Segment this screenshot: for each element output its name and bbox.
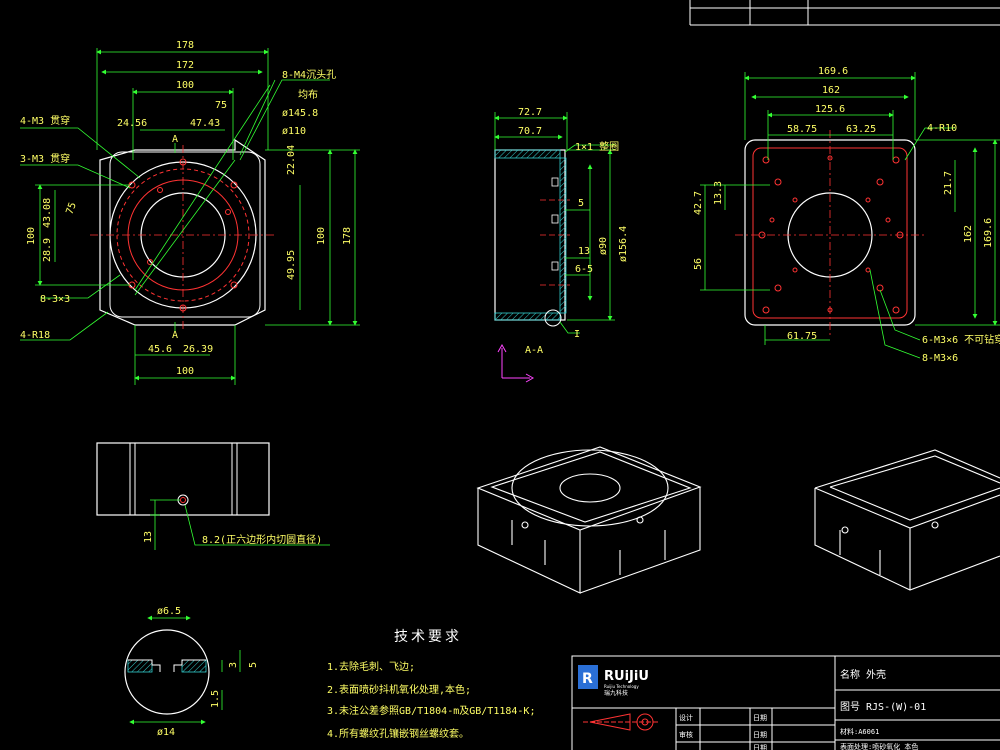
dim-75-left: 75: [64, 201, 78, 216]
callout-8-3x3: 8-3×3: [40, 294, 70, 305]
dim-5-detail: 5: [248, 662, 259, 668]
isometric-view-bottom: [814, 449, 1000, 591]
dim-13-front: 13: [143, 531, 154, 543]
dim-26-39: 26.39: [183, 344, 213, 355]
dim-169-6: 169.6: [818, 66, 848, 77]
dim-63-25: 63.25: [846, 124, 876, 135]
callout-4-r18: 4-R18: [20, 330, 50, 341]
dim-162-right: 162: [963, 225, 974, 243]
hatch-bottom: [494, 312, 561, 321]
detail-i: I: [574, 329, 580, 340]
dim-5: 5: [578, 198, 584, 209]
checker-label: 审核: [679, 730, 693, 739]
tech-req-title: 技术要求: [394, 629, 462, 645]
dim-100-top: 100: [176, 80, 194, 91]
dim-100-right: 100: [316, 227, 327, 245]
top-view: 178 172 100 75 24.56 47.43 8-M4沉头孔 均布 ø1…: [20, 40, 360, 385]
tech-req-item-1: 1.去除毛刺、飞边;: [327, 660, 415, 673]
title-block: R RUiJiU Ruijiu Technology 瑞九科技 名称 外壳 图号…: [571, 655, 1000, 750]
tech-req-item-4: 4.所有螺纹孔镶嵌钢丝螺纹套。: [327, 727, 469, 740]
surface-treatment: 表面处理:喷砂氧化 本色: [840, 742, 918, 750]
dim-90: ø90: [598, 237, 609, 255]
dim-156-4: ø156.4: [618, 226, 629, 262]
dim-6-5: 6-5: [575, 264, 593, 275]
dim-178-right: 178: [342, 227, 353, 245]
dim-58-75: 58.75: [787, 124, 817, 135]
dim-42-7: 42.7: [693, 191, 704, 215]
dim-21-7: 21.7: [943, 171, 954, 195]
dim-110: ø110: [282, 126, 306, 137]
dim-4-r10: 4-R10: [927, 123, 957, 134]
callout-4-m3: 4-M3 贯穿: [20, 114, 70, 127]
dim-100-bottom: 100: [176, 366, 194, 377]
top-frame: [689, 0, 1000, 26]
dim-3-detail: 3: [228, 662, 239, 668]
top-view-outline: [99, 138, 266, 326]
section-a-top: A: [172, 134, 178, 145]
dim-49-95: 49.95: [286, 250, 297, 280]
tech-req-item-3: 3.未注公差参照GB/T1804-m及GB/T1184-K;: [327, 704, 535, 717]
date-label-2: 日期: [753, 731, 767, 739]
dim-28-9: 28.9: [42, 238, 53, 262]
right-view: 169.6 162 125.6 58.75 63.25 4-R10 61.75 …: [693, 66, 1000, 364]
callout-3-m3: 3-M3 贯穿: [20, 152, 70, 165]
svg-text:瑞九科技: 瑞九科技: [604, 689, 628, 697]
dim-178: 178: [176, 40, 194, 51]
dim-75: 75: [215, 100, 227, 111]
callout-6-m3x6: 6-M3×6 不可钻穿: [922, 333, 1000, 346]
label-8-m4: 8-M4沉头孔: [282, 68, 336, 81]
section-a-bottom: A: [172, 330, 178, 341]
section-label: A-A: [525, 345, 543, 356]
dim-13-3: 13.3: [713, 181, 724, 205]
part-name: 名称 外壳: [840, 668, 886, 681]
technical-requirements: 技术要求 1.去除毛刺、飞边; 2.表面喷砂抖机氧化处理,本色; 3.未注公差参…: [327, 629, 535, 740]
dim-47-43: 47.43: [190, 118, 220, 129]
front-view: 8.2(正六边形内切圆直径) 13: [96, 442, 330, 550]
tech-req-item-2: 2.表面喷砂抖机氧化处理,本色;: [327, 683, 471, 696]
dim-14-detail: ø14: [157, 727, 175, 738]
dim-145-8: ø145.8: [282, 108, 318, 119]
dim-125-6: 125.6: [815, 104, 845, 115]
dim-162: 162: [822, 85, 840, 96]
dim-6-5-detail: ø6.5: [157, 606, 181, 617]
label-hex: 8.2(正六边形内切圆直径): [202, 533, 322, 546]
callout-8-m3x6: 8-M3×6: [922, 353, 958, 364]
dim-24-56: 24.56: [117, 118, 147, 129]
isometric-view-top: [476, 446, 702, 594]
svg-text:Ruijiu Technology: Ruijiu Technology: [604, 684, 639, 689]
dim-70-7: 70.7: [518, 126, 542, 137]
svg-text:RUiJiU: RUiJiU: [604, 669, 649, 684]
dim-45-6: 45.6: [148, 344, 172, 355]
dim-61-75: 61.75: [787, 331, 817, 342]
hatch-top: [494, 149, 561, 159]
date-label-3: 日期: [753, 744, 767, 750]
dim-169-6-right: 169.6: [983, 218, 994, 248]
dim-56: 56: [693, 258, 704, 270]
date-label-1: 日期: [753, 714, 767, 722]
label-junbu: 均布: [298, 89, 318, 101]
material: 材料:A6061: [840, 727, 879, 736]
hatch-wall: [559, 157, 567, 314]
dim-72-7: 72.7: [518, 107, 542, 118]
ucs-axis-icon: [497, 343, 535, 383]
dim-13: 13: [578, 246, 590, 257]
dim-1-5-detail: 1.5: [210, 690, 221, 708]
dim-22-04: 22.04: [286, 145, 297, 175]
section-view-a-a: 72.7 70.7 1×1 整圈 5 13 6-5 I A-A ø90 ø156…: [494, 107, 629, 383]
svg-text:R: R: [582, 671, 593, 687]
ruijiu-logo: R RUiJiU Ruijiu Technology 瑞九科技: [578, 665, 649, 697]
detail-view: ø6.5 ø14 5 3 1.5: [124, 606, 259, 738]
dim-100-left: 100: [26, 227, 37, 245]
dim-43-08: 43.08: [42, 198, 53, 228]
projection-symbol: [583, 713, 660, 731]
drawing-number: 图号 RJS-(W)-01: [840, 701, 926, 713]
designer-label: 设计: [679, 713, 693, 722]
label-chamfer: 1×1 整圈: [575, 140, 619, 153]
dim-172: 172: [176, 60, 194, 71]
